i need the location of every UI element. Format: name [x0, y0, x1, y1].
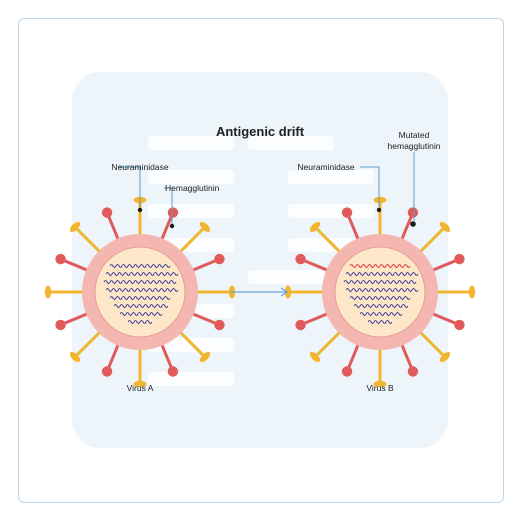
hemagglutinin-head [341, 207, 353, 218]
neuraminidase-spike [418, 330, 447, 359]
virus-b-neuraminidase-label: Neuraminidase [297, 162, 354, 172]
rna-strand [343, 280, 417, 284]
hemagglutinin-head [407, 207, 419, 218]
neuraminidase-head [133, 380, 147, 388]
virus-b-pointers [360, 152, 415, 222]
rna-strand [109, 264, 171, 268]
virus-a-hemagglutinin-label: Hemagglutinin [165, 183, 220, 193]
rna-strand [119, 312, 163, 316]
neuraminidase-spike [73, 330, 102, 359]
rna-strand [105, 288, 179, 292]
virus-a-label: Virus A [127, 383, 154, 393]
hemagglutinin-head [295, 319, 306, 331]
hemagglutinin-head [214, 319, 225, 331]
neuraminidase-marker [137, 207, 143, 213]
neuraminidase-head [309, 351, 321, 363]
neuraminidase-head [439, 351, 451, 363]
neuraminidase-head [468, 285, 476, 299]
neuraminidase-head [69, 221, 81, 233]
neuraminidase-spike [178, 330, 207, 359]
viral-core [334, 246, 426, 338]
hemagglutinin-head [454, 253, 465, 265]
rna-strand [349, 264, 411, 268]
hemagglutinin-head [341, 366, 353, 377]
rna-strand [103, 280, 177, 284]
rna-strand [359, 312, 403, 316]
neuraminidase-spike [178, 225, 207, 254]
neuraminidase-marker [376, 207, 382, 213]
diagram-title: Antigenic drift [216, 124, 305, 139]
rna-strand [345, 272, 419, 276]
rna-strand [109, 296, 171, 300]
neuraminidase-spike [73, 225, 102, 254]
neuraminidase-head [309, 221, 321, 233]
hemagglutinin-head [454, 319, 465, 331]
rna-strand [367, 320, 393, 324]
rna-strand [105, 272, 179, 276]
rna-strand [127, 320, 153, 324]
virus-a-pointers [119, 166, 173, 224]
neuraminidase-spike [418, 225, 447, 254]
neuraminidase-head [199, 221, 211, 233]
viral-core [94, 246, 186, 338]
neuraminidase-head [373, 196, 387, 204]
neuraminidase-head [199, 351, 211, 363]
hemagglutinin-head [407, 366, 419, 377]
neuraminidase-spike [313, 330, 342, 359]
hemagglutinin-head [167, 366, 179, 377]
hemagglutinin-head [55, 319, 66, 331]
rna-strand [113, 304, 169, 308]
virus-b-mutated-label-line1: Mutated [399, 130, 430, 140]
hemagglutinin-marker [169, 223, 175, 229]
hemagglutinin-head [101, 366, 113, 377]
mutated-hemagglutinin-marker [410, 221, 416, 227]
neuraminidase-head [69, 351, 81, 363]
hemagglutinin-head [214, 253, 225, 265]
neuraminidase-head [439, 221, 451, 233]
virus-b-mutated-label-line2: hemagglutinin [388, 141, 441, 151]
transition-arrow-icon [231, 287, 289, 297]
hemagglutinin-head [167, 207, 179, 218]
virus-a-neuraminidase-label: Neuraminidase [111, 162, 168, 172]
neuraminidase-spike [313, 225, 342, 254]
hemagglutinin-head [101, 207, 113, 218]
rna-strand [349, 296, 411, 300]
hemagglutinin-head [55, 253, 66, 265]
virus-b-icon [284, 196, 476, 388]
neuraminidase-head [373, 380, 387, 388]
rna-strand [353, 304, 409, 308]
virus-b-label: Virus B [366, 383, 394, 393]
virus-a-icon [44, 196, 236, 388]
neuraminidase-head [44, 285, 52, 299]
hemagglutinin-head [295, 253, 306, 265]
rna-strand [345, 288, 419, 292]
